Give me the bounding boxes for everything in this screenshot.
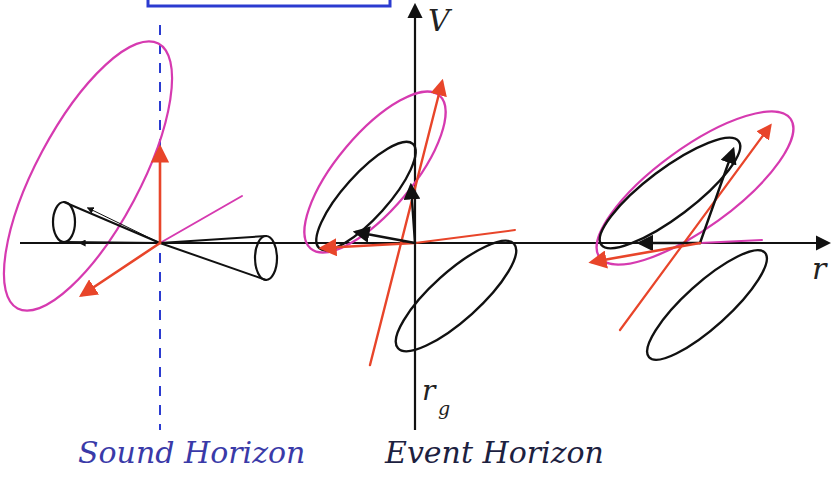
horizon-label: Event Horizon — [385, 436, 604, 469]
right-cone — [576, 86, 814, 373]
subscript-label: g — [438, 398, 450, 419]
axis-label: r — [812, 252, 826, 285]
left-cone — [0, 19, 277, 333]
radius-label: r — [422, 376, 435, 407]
horizon-label: Sound Horizon — [78, 436, 305, 469]
box-fragment — [148, 0, 390, 6]
middle-cone — [282, 71, 530, 366]
sound-horizon-line — [159, 25, 161, 430]
axis-label: V — [428, 4, 450, 37]
